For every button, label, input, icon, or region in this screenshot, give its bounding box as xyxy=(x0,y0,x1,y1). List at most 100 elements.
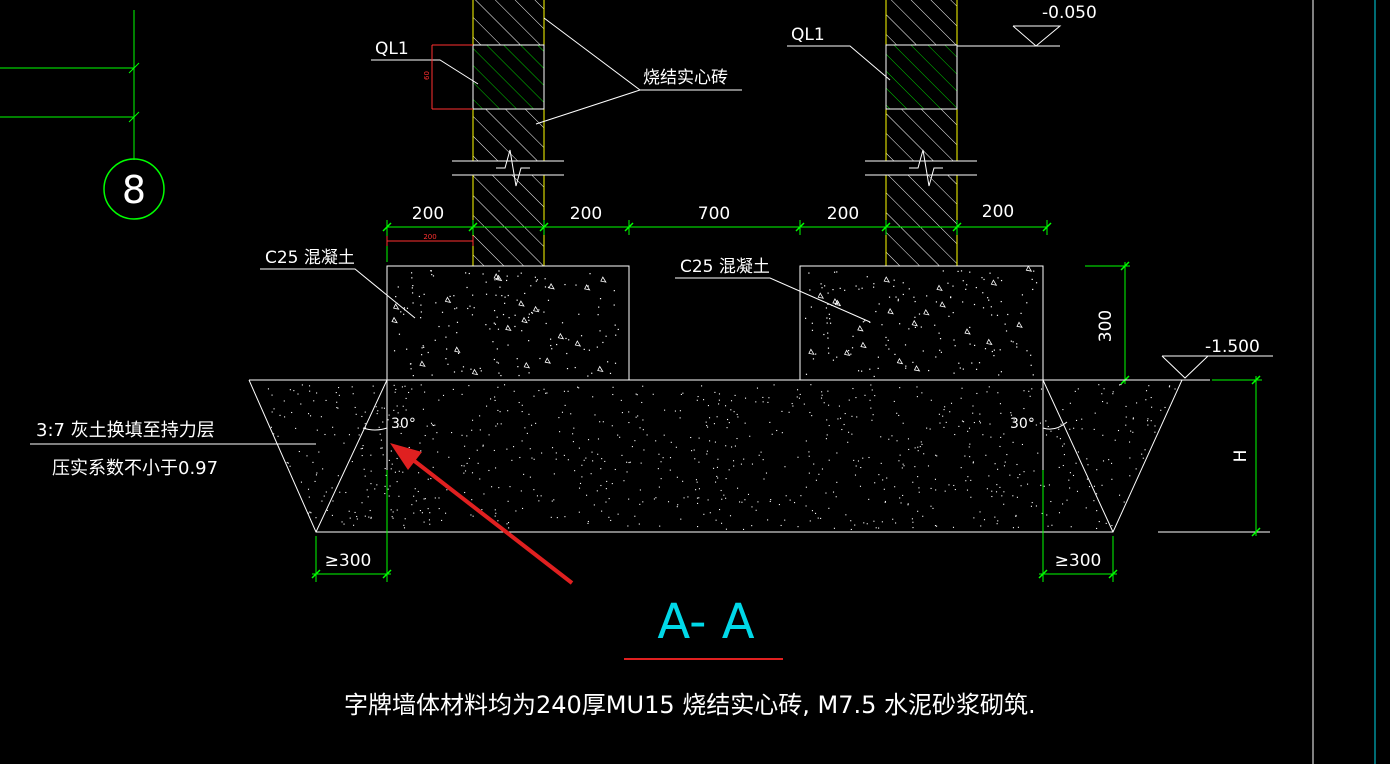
speckle xyxy=(1145,390,1148,392)
speckle xyxy=(583,348,585,350)
speckle xyxy=(1135,468,1137,470)
speckle xyxy=(295,427,297,429)
dim-300-vertical: 300 xyxy=(1085,261,1130,385)
speckle xyxy=(395,388,397,390)
speckle xyxy=(1050,430,1052,432)
dim-700: 700 xyxy=(698,204,730,224)
speckle xyxy=(706,450,708,452)
speckle xyxy=(827,303,829,305)
speckle xyxy=(943,426,945,428)
speckle xyxy=(716,475,718,477)
speckle xyxy=(518,374,520,377)
speckle xyxy=(599,298,602,300)
speckle xyxy=(446,348,448,350)
speckle xyxy=(568,339,570,341)
speckle xyxy=(1130,430,1132,432)
speckle xyxy=(1000,436,1002,438)
speckle xyxy=(315,517,317,519)
speckle xyxy=(396,509,398,511)
speckle xyxy=(1073,427,1075,429)
speckle xyxy=(308,413,310,415)
speckle xyxy=(660,478,662,480)
speckle xyxy=(352,393,354,395)
speckle xyxy=(696,481,698,483)
speckle xyxy=(723,494,725,496)
speckle xyxy=(499,286,501,288)
speckle xyxy=(533,395,535,397)
speckle xyxy=(954,345,956,347)
speckle xyxy=(393,409,395,411)
speckle xyxy=(934,478,936,480)
speckle xyxy=(1142,457,1144,459)
speckle xyxy=(669,457,672,459)
speckle xyxy=(851,415,853,417)
speckle xyxy=(927,465,930,467)
speckle xyxy=(541,452,543,454)
speckle xyxy=(520,490,522,492)
speckle xyxy=(1148,385,1150,387)
speckle xyxy=(423,521,425,523)
speckle xyxy=(1051,524,1053,526)
speckle xyxy=(899,387,901,389)
speckle xyxy=(556,343,558,346)
speckle xyxy=(863,522,865,524)
speckle xyxy=(873,283,875,285)
speckle xyxy=(1030,505,1032,507)
speckle xyxy=(833,527,835,529)
speckle xyxy=(427,351,429,354)
speckle xyxy=(784,466,786,468)
speckle xyxy=(757,501,759,503)
speckle xyxy=(1118,494,1121,496)
speckle xyxy=(409,363,412,365)
speckle xyxy=(691,450,693,452)
speckle xyxy=(988,475,990,477)
speckle xyxy=(362,444,364,447)
speckle xyxy=(1111,462,1113,464)
dim-min-right: ≥300 xyxy=(1038,470,1118,582)
speckle xyxy=(420,384,422,386)
speckle xyxy=(619,436,621,438)
ql1-right-label: QL1 xyxy=(791,25,825,45)
speckle xyxy=(660,461,662,463)
speckle xyxy=(873,286,875,288)
speckle xyxy=(267,388,270,390)
speckle xyxy=(623,480,625,482)
elevation-top-label: -0.050 xyxy=(1042,3,1097,23)
speckle xyxy=(718,403,720,405)
speckle xyxy=(1012,341,1014,343)
speckle xyxy=(817,517,819,519)
speckle xyxy=(309,390,311,392)
speckle xyxy=(1001,495,1003,497)
speckle xyxy=(1125,416,1127,418)
speckle xyxy=(797,526,799,528)
speckle xyxy=(720,489,722,492)
speckle xyxy=(519,456,521,459)
speckle xyxy=(1147,418,1149,420)
speckle xyxy=(869,368,871,370)
speckle xyxy=(979,511,981,513)
speckle xyxy=(507,500,509,502)
concrete-labels: C25 混凝土 C25 混凝土 xyxy=(260,248,871,323)
speckle xyxy=(570,413,572,415)
speckle xyxy=(406,307,409,309)
speckle xyxy=(813,463,815,465)
speckle xyxy=(978,362,981,364)
speckle xyxy=(427,478,429,480)
speckle xyxy=(669,469,671,471)
aggregate-mark xyxy=(597,365,604,373)
speckle xyxy=(919,446,921,448)
speckle xyxy=(918,487,920,489)
speckle xyxy=(945,421,947,423)
speckle xyxy=(1108,459,1110,461)
speckle xyxy=(1000,371,1002,373)
speckle xyxy=(823,333,825,336)
speckle xyxy=(454,308,456,310)
speckle xyxy=(506,523,508,525)
speckle xyxy=(902,293,904,296)
speckle xyxy=(507,344,509,346)
speckle xyxy=(975,368,978,370)
speckle xyxy=(652,393,654,395)
speckle xyxy=(626,471,628,473)
speckle xyxy=(878,527,880,529)
speckle xyxy=(872,414,874,416)
